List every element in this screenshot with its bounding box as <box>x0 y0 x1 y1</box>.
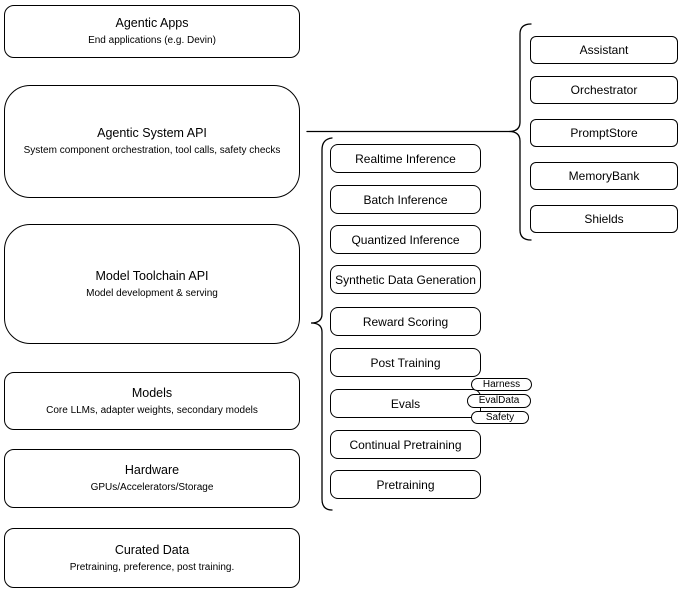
node-pretraining: Pretraining <box>330 470 481 499</box>
node-agentic-system-api: Agentic System API System component orch… <box>4 85 300 198</box>
node-title: Model Toolchain API <box>95 268 209 283</box>
node-title: Agentic Apps <box>115 16 189 30</box>
node-continual-pretraining: Continual Pretraining <box>330 430 481 459</box>
node-subtitle: System component orchestration, tool cal… <box>23 145 281 156</box>
node-shields: Shields <box>530 205 678 233</box>
node-promptstore: PromptStore <box>530 119 678 147</box>
node-title: Agentic System API <box>97 126 207 140</box>
node-evals-safety: Safety <box>471 411 529 424</box>
brace-toolchain-services <box>310 137 333 511</box>
node-realtime-inference: Realtime Inference <box>330 144 481 173</box>
node-assistant: Assistant <box>530 36 678 64</box>
node-subtitle: End applications (e.g. Devin) <box>88 35 216 46</box>
node-curated-data: Curated Data Pretraining, preference, po… <box>4 528 300 588</box>
node-subtitle: GPUs/Accelerators/Storage <box>90 482 214 493</box>
node-post-training: Post Training <box>330 348 481 377</box>
node-memorybank: MemoryBank <box>530 162 678 190</box>
node-evals-evaldata: EvalData <box>467 394 531 408</box>
node-title: Models <box>131 385 173 400</box>
node-evals-harness: Harness <box>471 378 532 391</box>
brace-system-components <box>508 23 532 241</box>
node-quantized-inference: Quantized Inference <box>330 225 481 254</box>
node-models: Models Core LLMs, adapter weights, secon… <box>4 372 300 430</box>
node-title: Curated Data <box>114 542 190 557</box>
node-hardware: Hardware GPUs/Accelerators/Storage <box>4 449 300 508</box>
node-title: Hardware <box>124 463 180 477</box>
node-subtitle: Pretraining, preference, post training. <box>69 561 235 573</box>
node-model-toolchain-api: Model Toolchain API Model development & … <box>4 224 300 344</box>
node-orchestrator: Orchestrator <box>530 76 678 104</box>
node-subtitle: Model development & serving <box>86 287 218 299</box>
node-synthetic-data-generation: Synthetic Data Generation <box>330 265 481 294</box>
node-subtitle: Core LLMs, adapter weights, secondary mo… <box>46 404 258 416</box>
node-agentic-apps: Agentic Apps End applications (e.g. Devi… <box>4 5 300 58</box>
node-batch-inference: Batch Inference <box>330 185 481 214</box>
node-evals: Evals <box>330 389 481 418</box>
node-reward-scoring: Reward Scoring <box>330 307 481 336</box>
